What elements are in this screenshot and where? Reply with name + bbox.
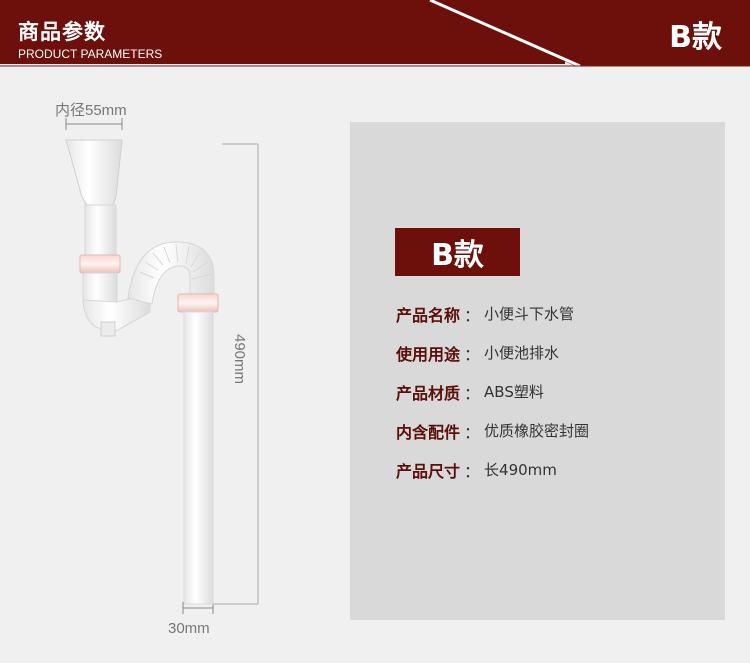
param-separator: ： <box>464 422 481 442</box>
param-value: 长490mm <box>484 461 557 479</box>
header-banner-bg <box>0 0 750 68</box>
param-key: 产品尺寸 <box>396 461 461 481</box>
header-banner: 商品参数 PRODUCT PARAMETERS B款 <box>0 0 750 72</box>
param-value: 小便斗下水管 <box>484 305 575 323</box>
header-variant-badge: B款 <box>669 20 722 55</box>
pipe-diameter-label: 30mm <box>168 620 210 637</box>
param-separator: ： <box>464 305 481 325</box>
spec-card: B款 产品名称 ： 小便斗下水管 使用用途 ： 小便池排水 产品材质 ： ABS… <box>350 122 725 620</box>
param-value: 小便池排水 <box>484 344 560 362</box>
length-label: 490mm <box>231 334 248 385</box>
param-value: 优质橡胶密封圈 <box>484 422 590 440</box>
header-title: 商品参数 <box>18 20 106 44</box>
param-row-material: 产品材质 ： ABS塑料 <box>396 372 589 411</box>
param-list: 产品名称 ： 小便斗下水管 使用用途 ： 小便池排水 产品材质 ： ABS塑料 … <box>396 294 589 489</box>
param-row-name: 产品名称 ： 小便斗下水管 <box>396 294 589 333</box>
param-value: ABS塑料 <box>484 383 544 401</box>
param-row-accessories: 内含配件 ： 优质橡胶密封圈 <box>396 411 589 450</box>
product-photo: 内径55mm 490mm 30mm <box>0 72 340 659</box>
param-separator: ： <box>464 461 481 481</box>
param-separator: ： <box>464 383 481 403</box>
variant-badge: B款 <box>395 228 520 276</box>
s-trap-drain-pipe-icon <box>65 118 259 614</box>
param-row-size: 产品尺寸 ： 长490mm <box>396 450 589 489</box>
inner-diameter-label: 内径55mm <box>55 102 127 119</box>
param-separator: ： <box>464 344 481 364</box>
param-key: 产品名称 <box>396 305 461 325</box>
param-row-usage: 使用用途 ： 小便池排水 <box>396 333 589 372</box>
param-key: 内含配件 <box>396 422 461 442</box>
header-subtitle: PRODUCT PARAMETERS <box>18 47 163 61</box>
param-key: 使用用途 <box>396 344 461 364</box>
param-key: 产品材质 <box>396 383 461 403</box>
